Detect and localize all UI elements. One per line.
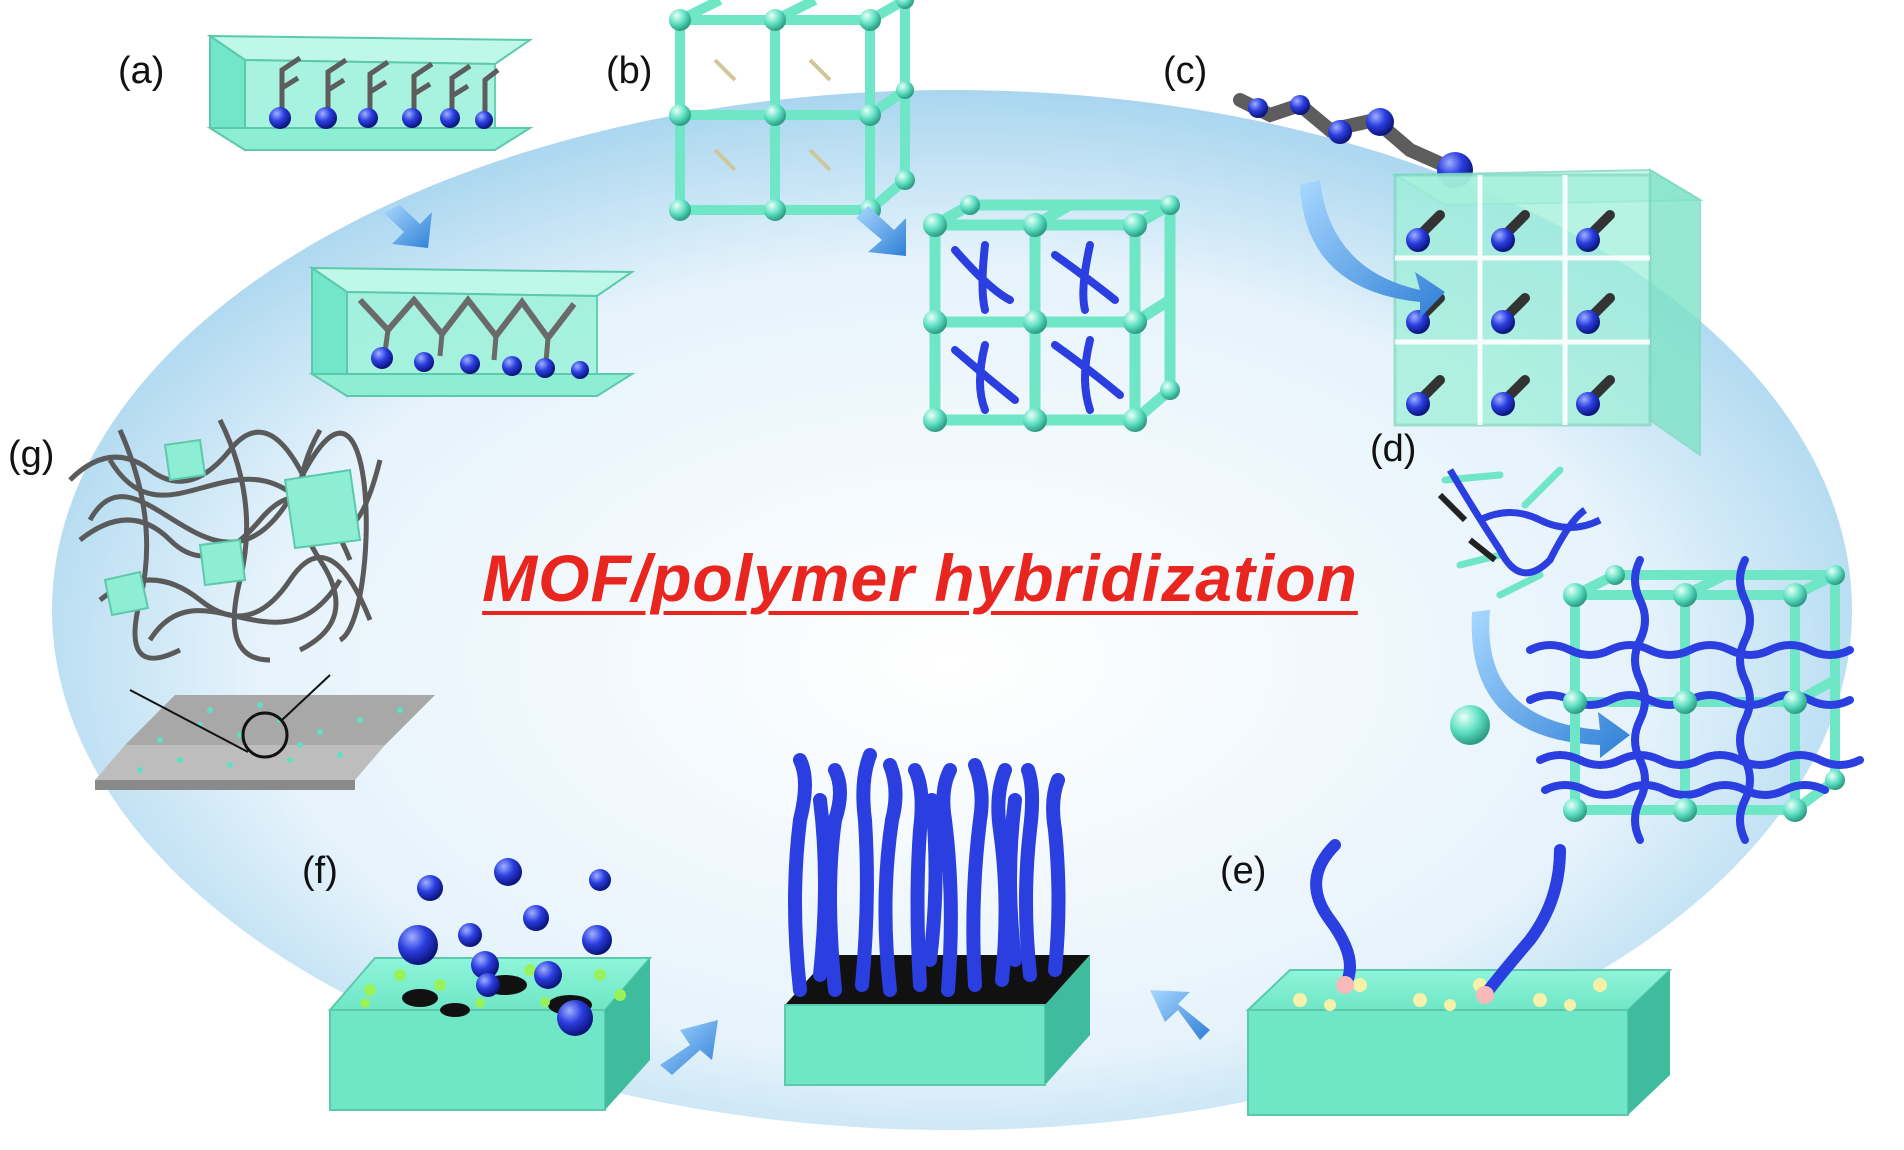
- panel-label-g: (g): [8, 434, 55, 476]
- panel-label-c: (c): [1163, 50, 1208, 92]
- panel-g-graphic: [68, 418, 435, 790]
- panel-a-graphic: [206, 34, 636, 398]
- panel-b-graphic: [669, 0, 1180, 432]
- panel-f-graphic: [327, 858, 718, 1111]
- panel-c-graphic: [1233, 93, 1704, 457]
- panel-d-graphic: [1437, 466, 1864, 844]
- panel-label-a: (a): [118, 50, 165, 92]
- panel-label-d: (d): [1370, 428, 1417, 470]
- panel-center-graphic: [784, 748, 1090, 1086]
- panel-label-f: (f): [302, 850, 338, 892]
- panel-label-b: (b): [606, 50, 653, 92]
- panel-e-graphic: [1150, 839, 1673, 1116]
- diagram-title: MOF/polymer hybridization: [482, 541, 1358, 615]
- panel-label-e: (e): [1220, 850, 1267, 892]
